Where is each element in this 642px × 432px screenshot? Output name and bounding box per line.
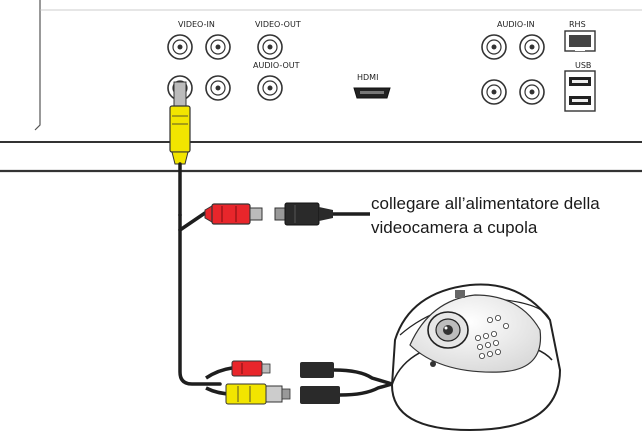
rca-port bbox=[519, 79, 545, 105]
usb-port bbox=[564, 70, 596, 112]
audio-out-label: AUDIO-OUT bbox=[253, 61, 300, 70]
hdmi-port bbox=[353, 87, 391, 99]
power-plug-red bbox=[204, 203, 263, 225]
camera-pigtail bbox=[205, 360, 393, 405]
video-in-label: VIDEO-IN bbox=[178, 20, 215, 29]
rs485-port bbox=[564, 30, 596, 52]
usb-label: USB bbox=[575, 61, 591, 70]
rca-port bbox=[481, 79, 507, 105]
video-plug-yellow bbox=[225, 383, 291, 405]
video-cable bbox=[178, 162, 222, 386]
audio-in-ports bbox=[481, 34, 545, 105]
video-out-port bbox=[257, 34, 283, 60]
video-out-label: VIDEO-OUT bbox=[255, 20, 301, 29]
audio-in-label: AUDIO-IN bbox=[497, 20, 535, 29]
rca-port bbox=[519, 34, 545, 60]
power-jack-red bbox=[231, 360, 271, 377]
bnc-port bbox=[205, 75, 231, 101]
bnc-port bbox=[167, 34, 193, 60]
camera-mount-screw bbox=[430, 290, 465, 367]
camera-connector-black bbox=[300, 362, 393, 404]
caption-line-1: collegare all’alimentatore della bbox=[371, 194, 600, 213]
caption-line-2: videocamera a cupola bbox=[371, 218, 538, 237]
ir-led-array bbox=[474, 314, 509, 359]
audio-out-port bbox=[257, 75, 283, 101]
video-plug-dvr bbox=[169, 81, 191, 165]
dome-camera bbox=[390, 283, 562, 432]
rca-port bbox=[481, 34, 507, 60]
bnc-port bbox=[205, 34, 231, 60]
dvr-rear-panel: VIDEO-IN VIDEO-OUT AUDIO-OUT HDMI AUDIO-… bbox=[0, 0, 642, 173]
hdmi-label: HDMI bbox=[357, 73, 378, 82]
camera-lens bbox=[427, 311, 469, 349]
rs485-label: RHS bbox=[569, 20, 586, 29]
power-connector-black bbox=[274, 202, 370, 226]
